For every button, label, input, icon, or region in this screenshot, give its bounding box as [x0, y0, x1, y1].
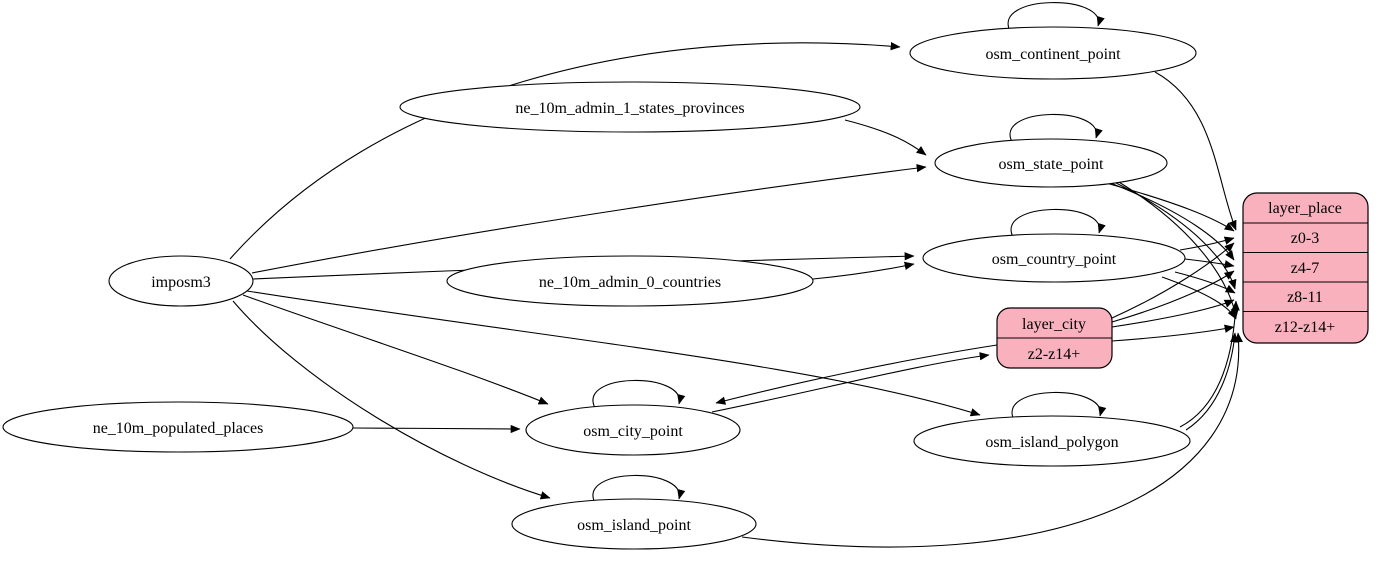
layer-place-box	[1242, 192, 1369, 344]
edge-layer-city-to-layer-place-z12-z14	[1111, 324, 1235, 342]
node-osm-city-point: osm_city_point	[525, 404, 741, 456]
layer-place-row-z8-11: z8-11	[1287, 289, 1323, 306]
osm-state-point-label: osm_state_point	[999, 156, 1104, 173]
edge-osm-continent-point-to-layer-place-z0-3	[1154, 71, 1237, 231]
edge-osm-country-point-to-layer-place-z12-z14	[1161, 276, 1237, 320]
edge-imposm3-to-osm-state-point	[251, 163, 927, 274]
edge-osm-island-polygon-to-layer-place-z12-z14	[1185, 332, 1239, 431]
osm-continent-point-ellipse	[909, 26, 1197, 80]
edge-self-loop-osm-island-point	[592, 474, 686, 504]
node-osm-continent-point: osm_continent_point	[909, 26, 1197, 80]
node-osm-island-point: osm_island_point	[511, 498, 757, 550]
node-ne-10m-admin-1-states-provinces: ne_10m_admin_1_states_provinces	[399, 81, 861, 133]
edge-osm-country-point-to-layer-place-z8-11	[1174, 271, 1236, 294]
edge-imposm3-to-osm-island-polygon	[246, 290, 981, 417]
edge-self-loop-osm-continent-point	[1007, 2, 1105, 32]
layer-place-row-z12-z14: z12-z14+	[1275, 319, 1336, 336]
node-osm-state-point: osm_state_point	[934, 138, 1168, 188]
edge-self-loop-osm-state-point	[1009, 113, 1103, 143]
node-imposm3: imposm3	[108, 255, 254, 307]
osm-city-point-label: osm_city_point	[583, 423, 683, 440]
ne-10m-admin-0-countries-label: ne_10m_admin_0_countries	[539, 274, 721, 291]
osm-island-point-ellipse	[511, 498, 757, 550]
edge-imposm3-to-osm-city-point	[242, 294, 549, 405]
node-layer-place: layer_place z0-3 z4-7 z8-11 z12-z14+	[1242, 192, 1369, 344]
edge-ne-10m-admin-0-countries-to-osm-country-point	[812, 261, 915, 280]
edge-imposm3-to-osm-continent-point	[229, 42, 901, 260]
ne-10m-admin-0-countries-ellipse	[446, 255, 814, 307]
node-osm-country-point: osm_country_point	[922, 233, 1186, 283]
edge-osm-island-polygon-to-layer-place-z8-11	[1179, 300, 1240, 428]
edge-layer-city-to-layer-place-z4-7	[1111, 270, 1235, 323]
osm-continent-point-label: osm_continent_point	[985, 46, 1121, 63]
edge-osm-city-point-to-layer-city-z2-z14	[711, 352, 990, 413]
ne-10m-populated-places-ellipse	[2, 401, 354, 453]
edge-layer-city-to-layer-place-z0-3	[1111, 242, 1235, 319]
edge-ne-10m-populated-places-to-osm-city-point	[352, 424, 521, 434]
layer-place-row-z4-7: z4-7	[1291, 260, 1319, 277]
imposm3-label: imposm3	[151, 274, 211, 291]
edge-osm-state-point-to-layer-place-z4-7	[1099, 178, 1235, 261]
osm-country-point-label: osm_country_point	[992, 251, 1117, 268]
edge-osm-state-point-to-layer-place-z0-3	[1094, 179, 1235, 232]
osm-city-point-ellipse	[525, 404, 741, 456]
node-ne-10m-populated-places: ne_10m_populated_places	[2, 401, 354, 453]
edge-osm-island-point-to-layer-place-z12-z14	[741, 332, 1243, 548]
edges	[229, 2, 1243, 548]
osm-island-polygon-ellipse	[913, 415, 1191, 467]
ne-10m-populated-places-label: ne_10m_populated_places	[93, 420, 264, 437]
edge-self-loop-osm-island-polygon	[1011, 391, 1107, 421]
node-layer-city: layer_city z2-z14+	[996, 307, 1113, 369]
edge-layer-city-to-layer-place-z8-11	[1111, 299, 1235, 328]
node-osm-island-polygon: osm_island_polygon	[913, 415, 1191, 467]
layer-place-row-z0-3: z0-3	[1291, 230, 1319, 247]
edge-layer-city-to-osm-city-point	[715, 344, 998, 405]
osm-island-point-label: osm_island_point	[577, 517, 691, 534]
osm-state-point-ellipse	[934, 138, 1168, 188]
layer-city-row-z2-z14: z2-z14+	[1028, 346, 1081, 363]
edge-ne-10m-admin-1-states-provinces-to-osm-state-point	[844, 119, 927, 156]
ne-10m-admin-1-states-provinces-ellipse	[399, 81, 861, 133]
osm-island-polygon-label: osm_island_polygon	[985, 434, 1118, 451]
node-ne-10m-admin-0-countries: ne_10m_admin_0_countries	[446, 255, 814, 307]
edge-osm-country-point-to-layer-place-z4-7	[1184, 258, 1235, 269]
edge-self-loop-osm-country-point	[1010, 208, 1106, 238]
edge-osm-country-point-to-layer-place-z0-3	[1179, 236, 1235, 251]
layer-city-title: layer_city	[1022, 316, 1086, 333]
edge-imposm3-to-osm-island-point	[232, 300, 551, 500]
edge-self-loop-osm-city-point	[592, 379, 686, 409]
imposm3-ellipse	[108, 255, 254, 307]
layer-place-title: layer_place	[1268, 200, 1342, 217]
osm-country-point-ellipse	[922, 233, 1186, 283]
ne-10m-admin-1-states-provinces-label: ne_10m_admin_1_states_provinces	[515, 100, 744, 117]
